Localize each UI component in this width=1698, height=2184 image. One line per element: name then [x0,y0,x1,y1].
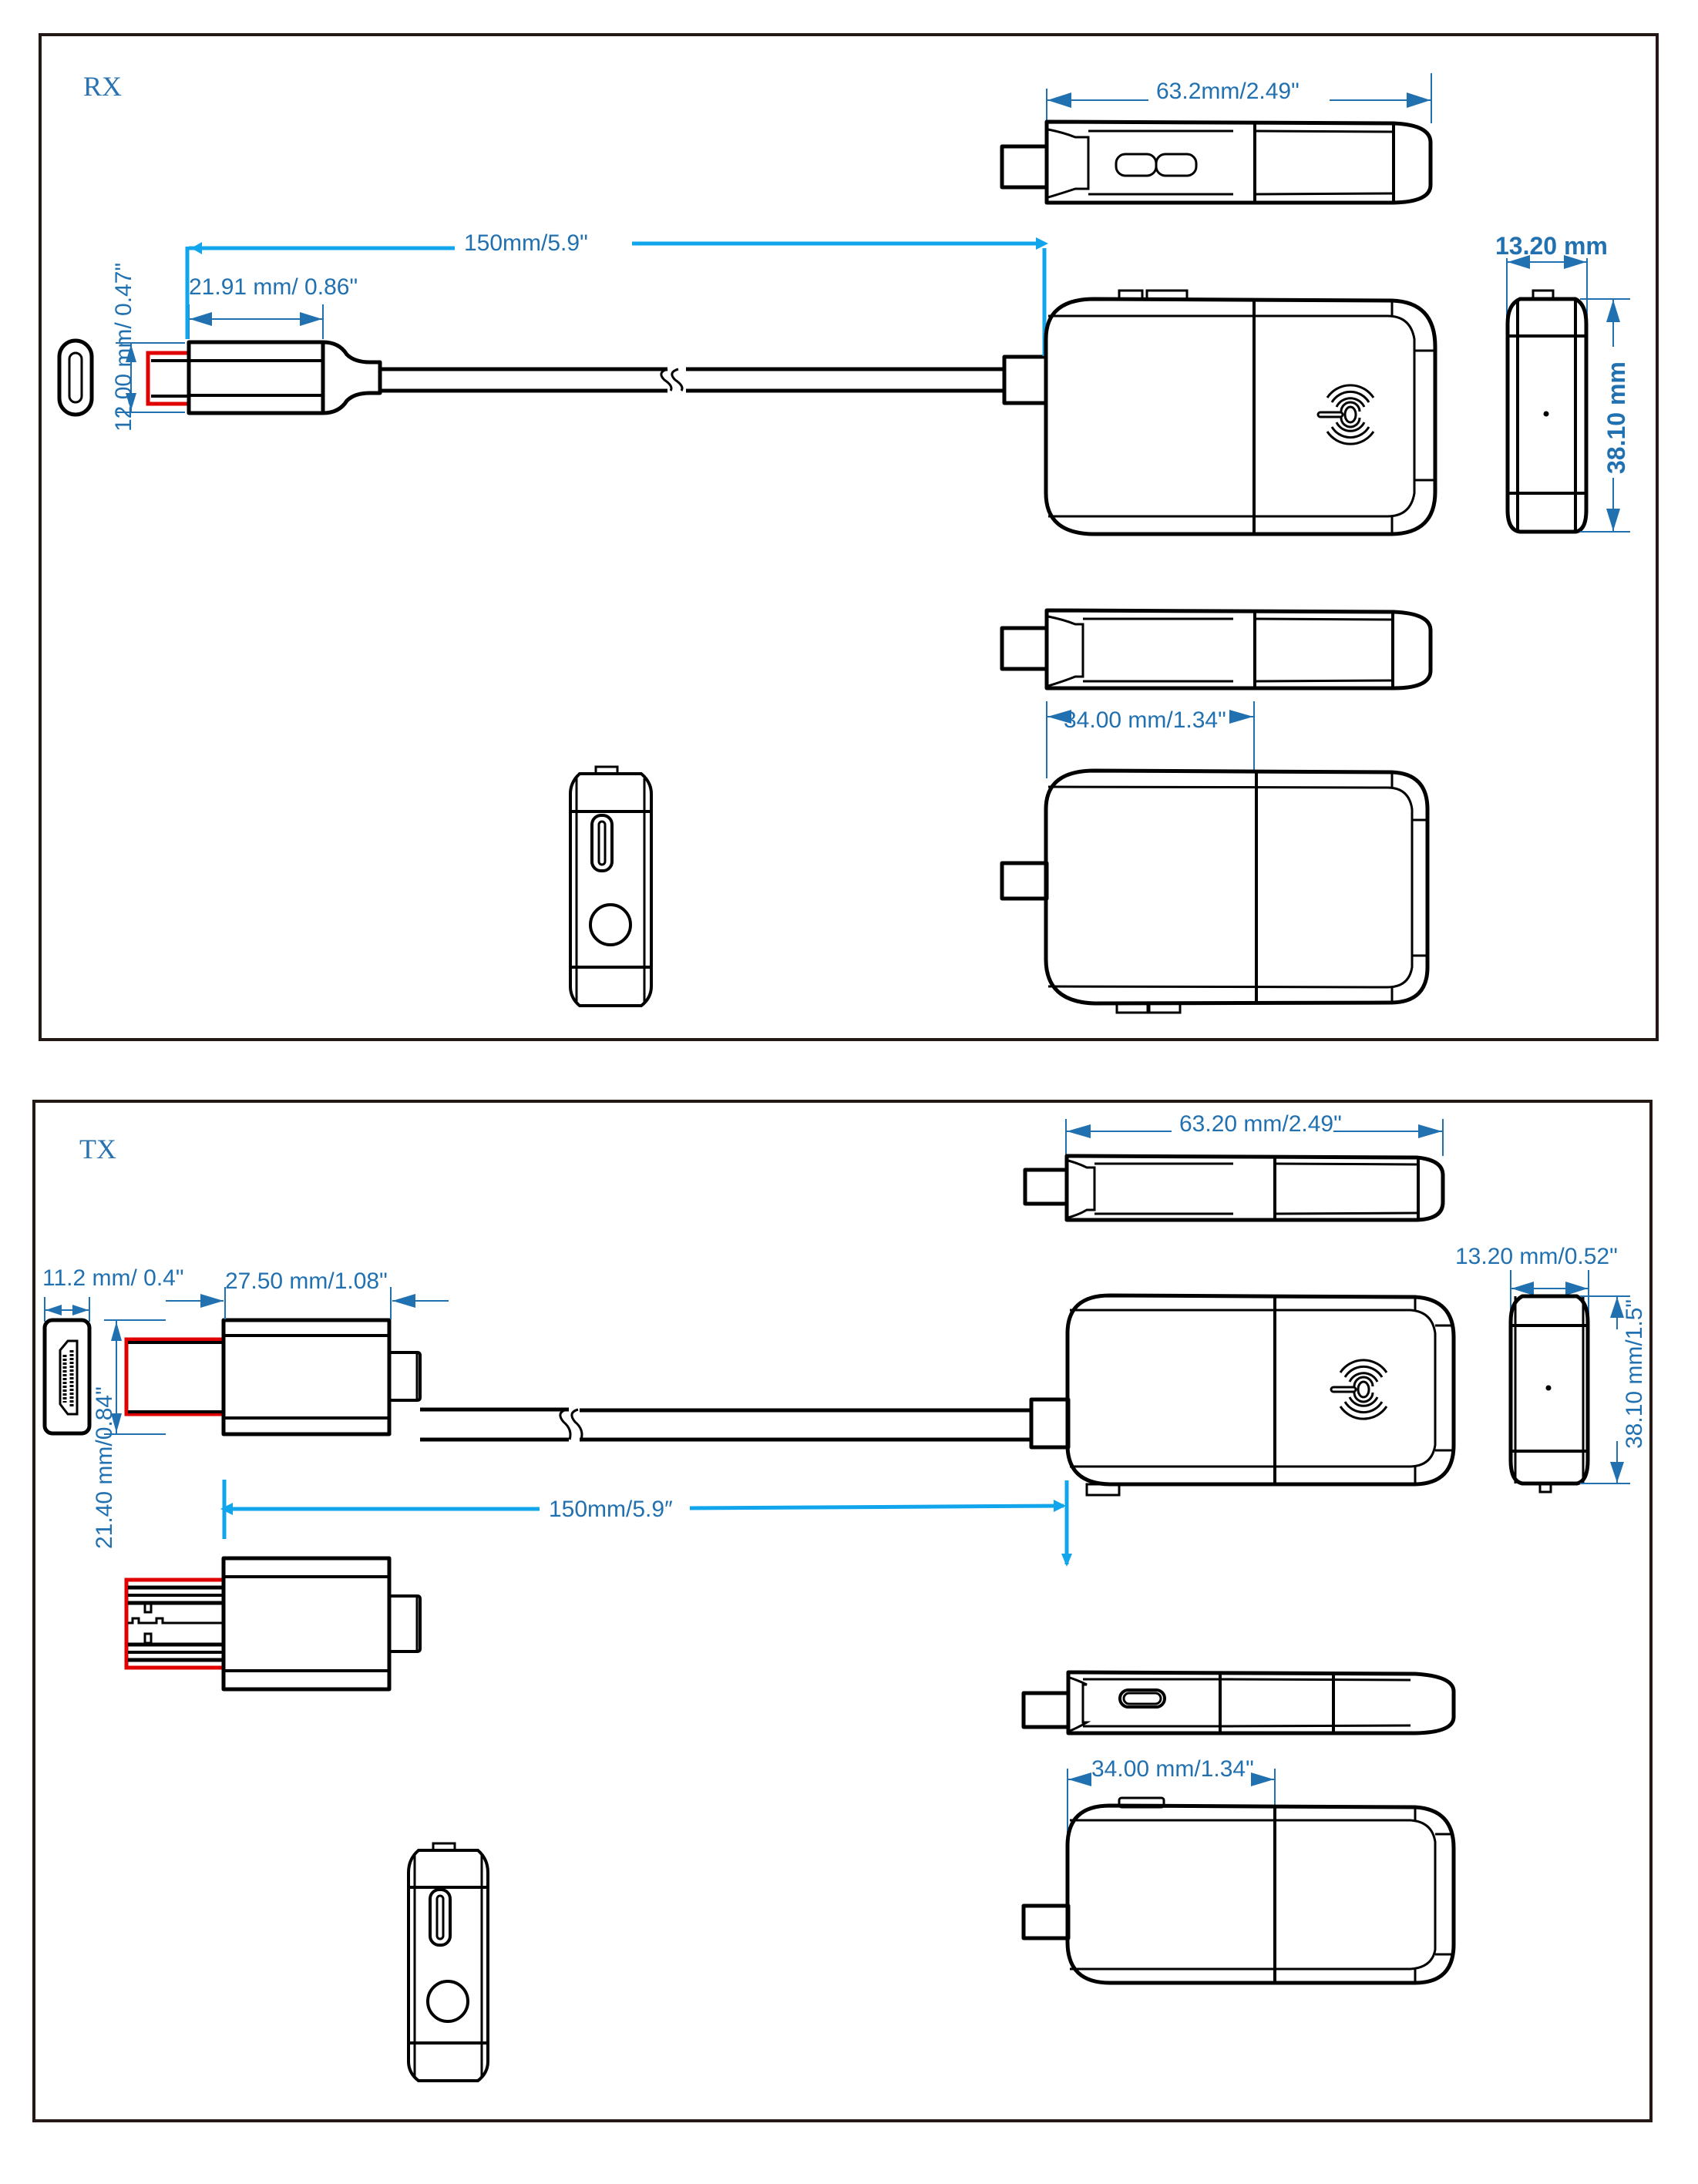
tx-port-end-view [407,1842,489,2082]
rx-button-left [1115,153,1158,177]
tx-port-width-dimension: 11.2 mm/ 0.4" [42,1265,184,1322]
rx-label: RX [83,71,122,102]
usb-c-port-icon [429,1888,452,1947]
tx-bottom-view: 34.00 mm/1.34" [1021,1756,1456,1985]
usb-c-port-icon [1118,1688,1166,1709]
tx-connector-length-dimension: 27.50 mm/1.08" [166,1268,449,1319]
rx-bottom-view: 34.00 mm/1.34" [1000,701,1430,1014]
tx-end-view: 13.20 mm/0.52" 38.10 mm/1.5" [1455,1244,1647,1494]
svg-text:150mm/5.9″: 150mm/5.9″ [549,1497,673,1522]
tx-side-view-top: 63.20 mm/2.49" [1023,1111,1445,1222]
rx-port-end-view [569,765,653,1007]
svg-text:21.40 mm/0.84": 21.40 mm/0.84" [92,1386,117,1549]
svg-text:34.00 mm/1.34": 34.00 mm/1.34" [1091,1756,1254,1782]
tx-panel: TX 11.2 mm/ 0.4" 21.40 mm/0.84" [32,1100,1653,2122]
button-icon [426,1980,469,2023]
button-icon [589,903,632,946]
tx-frame [32,1100,1653,2122]
rx-top-view [1044,289,1437,536]
status-led-icon [1545,1385,1552,1391]
rx-side-view-bottom [1000,608,1433,690]
rx-connector-height-dimension: 12.00 mm/ 0.47" [111,263,185,432]
svg-text:63.20 mm/2.49": 63.20 mm/2.49" [1179,1111,1342,1137]
svg-text:38.10 mm: 38.10 mm [1602,361,1630,474]
wireless-signal-icon [1330,1359,1388,1420]
tx-hdmi-connector [124,1318,422,1436]
svg-text:21.91 mm/ 0.86": 21.91 mm/ 0.86" [189,274,358,300]
rx-usb-c-connector [146,340,382,415]
status-led-icon [1543,411,1549,417]
rx-end-view: 13.20 mm 38.10 mm [1495,232,1630,534]
wireless-signal-icon [1316,384,1375,445]
tx-cable [420,1397,1071,1450]
svg-text:38.10 mm/1.5": 38.10 mm/1.5" [1622,1299,1647,1449]
svg-text:27.50 mm/1.08": 27.50 mm/1.08" [225,1268,388,1294]
tx-hdmi-connector-side [124,1556,422,1692]
usb-c-port-icon [590,814,614,872]
svg-text:63.2mm/2.49": 63.2mm/2.49" [1156,79,1300,104]
svg-text:34.00 mm/1.34": 34.00 mm/1.34" [1064,707,1226,733]
usb-c-port-icon [57,338,94,417]
rx-connector-length-dimension: 21.91 mm/ 0.86" [188,274,358,339]
tx-label: TX [79,1134,116,1164]
rx-side-view-top: 63.2mm/2.49" [1000,73,1433,205]
svg-text:150mm/5.9": 150mm/5.9" [464,230,588,256]
rx-button-right [1155,153,1198,177]
svg-text:11.2 mm/ 0.4": 11.2 mm/ 0.4" [42,1265,184,1291]
tx-side-view-bottom [1021,1670,1456,1735]
hdmi-port-icon [42,1318,92,1436]
svg-text:13.20 mm/0.52": 13.20 mm/0.52" [1455,1244,1618,1269]
rx-frame [39,33,1659,1041]
rx-cable [380,354,1048,405]
tx-cable-length-dimension: 150mm/5.9″ [220,1480,1072,1567]
rx-panel: RX 12.00 mm/ 0.47" [39,33,1659,1041]
svg-text:12.00 mm/ 0.47": 12.00 mm/ 0.47" [111,263,136,432]
svg-text:13.20 mm: 13.20 mm [1495,232,1608,260]
tx-connector-height-dimension: 21.40 mm/0.84" [92,1319,166,1549]
tx-top-view [1065,1293,1456,1497]
